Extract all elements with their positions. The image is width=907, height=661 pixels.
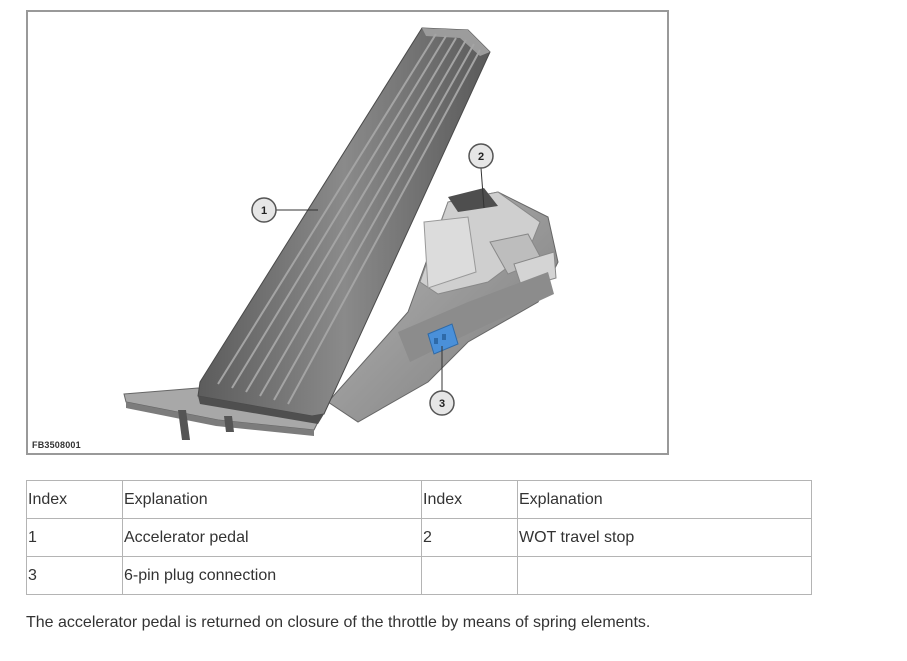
callout-1: 1 (251, 197, 318, 223)
legend-header-row: Index Explanation Index Explanation (26, 480, 812, 519)
cell-index: 2 (421, 518, 518, 557)
table-row: 3 6-pin plug connection (26, 556, 812, 595)
table-row: 1 Accelerator pedal 2 WOT travel stop (26, 518, 812, 557)
cell-index: 1 (26, 518, 123, 557)
callout-3-label: 3 (439, 398, 445, 410)
header-explanation-1: Explanation (122, 480, 422, 519)
cell-index: 3 (26, 556, 123, 595)
cell-explanation: Accelerator pedal (122, 518, 422, 557)
accelerator-pedal-illustration: 1 2 3 (123, 27, 559, 440)
figure-frame: 1 2 3 FB3508001 (26, 10, 669, 455)
cell-explanation: WOT travel stop (517, 518, 812, 557)
plug-connector (427, 323, 459, 355)
figure-id-label: FB3508001 (32, 440, 81, 450)
callout-2: 2 (468, 143, 494, 209)
sensor-housing (327, 188, 559, 423)
caption-text: The accelerator pedal is returned on clo… (26, 614, 651, 631)
header-explanation-2: Explanation (517, 480, 812, 519)
cell-explanation (517, 556, 812, 595)
header-index-2: Index (421, 480, 518, 519)
callout-2-label: 2 (478, 151, 484, 163)
accelerator-pedal-shape (197, 27, 491, 424)
cell-index (421, 556, 518, 595)
callout-3: 3 (429, 346, 455, 416)
legend-table: Index Explanation Index Explanation 1 Ac… (26, 480, 812, 595)
callout-1-label: 1 (261, 205, 267, 217)
header-index-1: Index (26, 480, 123, 519)
cell-explanation: 6-pin plug connection (122, 556, 422, 595)
